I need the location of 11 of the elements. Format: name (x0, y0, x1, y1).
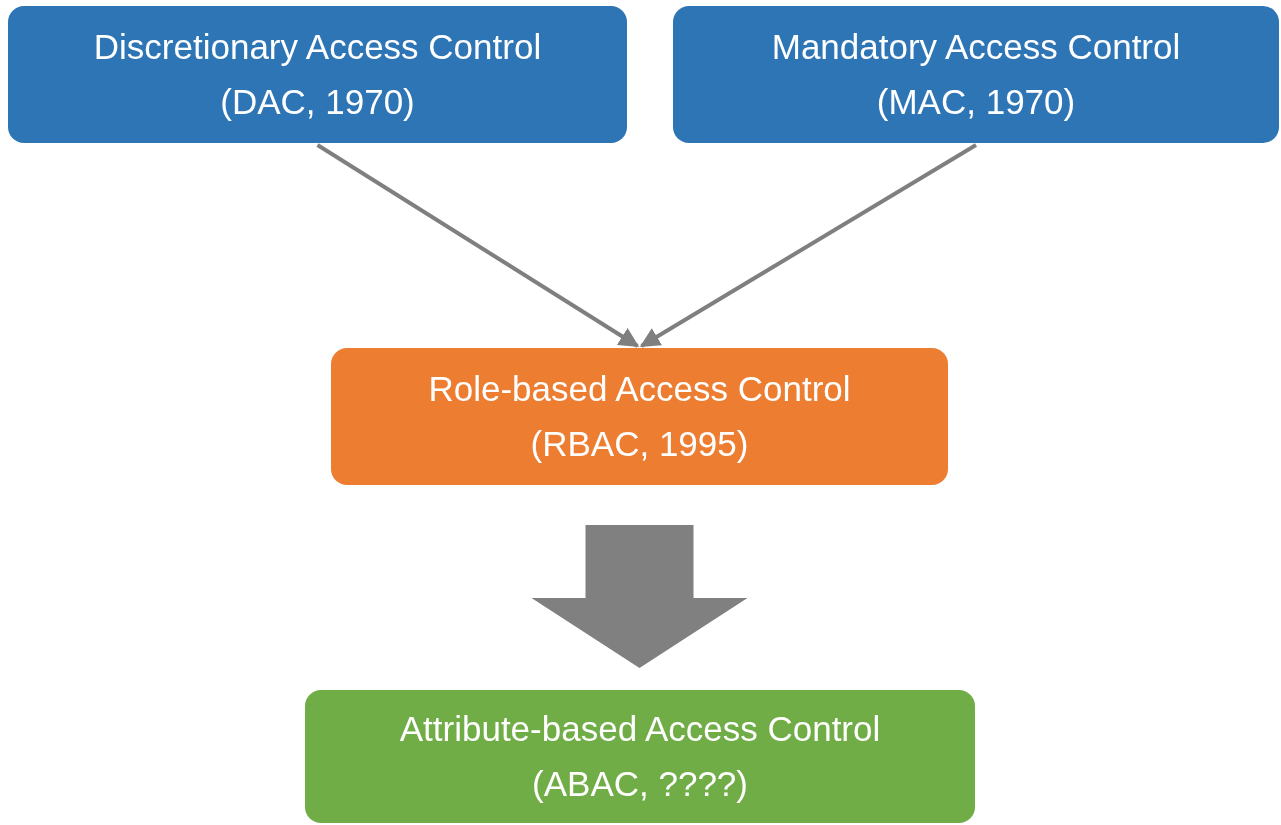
box-label: Role-based Access Control (RBAC, 1995) (427, 368, 852, 465)
arrow (316, 143, 640, 348)
box-label: Attribute-based Access Control (ABAC, ????) (398, 708, 882, 805)
box-label: Mandatory Access Control (MAC, 1970) (770, 26, 1182, 123)
process-box (8, 6, 627, 143)
arrow (639, 143, 978, 348)
process-box (331, 348, 948, 485)
process-box (673, 6, 1279, 143)
block-arrow (531, 525, 748, 668)
box-label: Discretionary Access Control (DAC, 1970) (92, 26, 543, 123)
process-box (305, 690, 975, 823)
